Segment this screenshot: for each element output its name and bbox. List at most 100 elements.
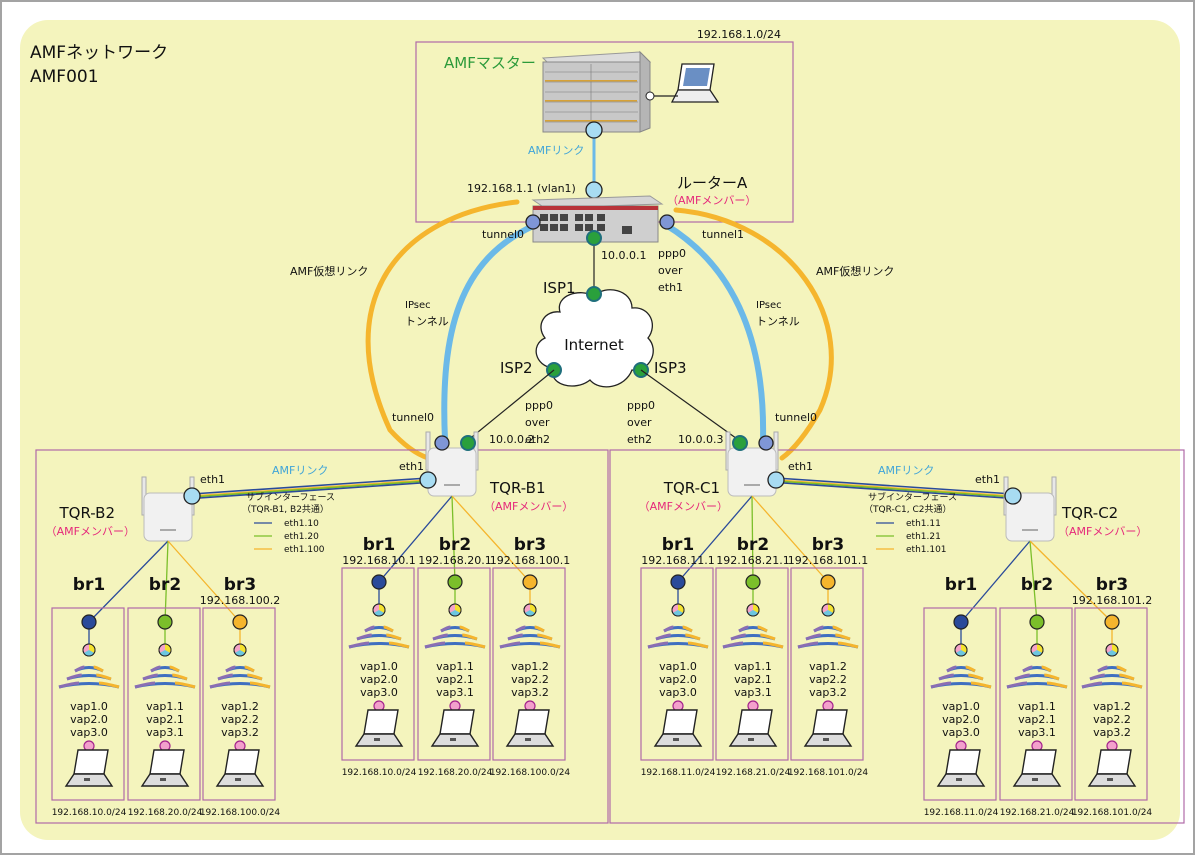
master-subnet: 192.168.1.0/24 (697, 28, 781, 41)
site-wan-if: eth2 (627, 433, 652, 446)
vap-node-icon (1105, 643, 1119, 657)
bridge-box (341, 567, 415, 761)
bridge-node[interactable] (953, 614, 969, 630)
ipsec-tunnel-left (441, 223, 535, 441)
vap-outline (821, 603, 835, 617)
laptop-icon (653, 709, 703, 747)
bridge-node[interactable] (820, 574, 836, 590)
amf-master-chassis-icon[interactable] (541, 50, 652, 133)
amf-link-subinterface-line (191, 481, 429, 500)
laptop-icon (803, 709, 853, 747)
sub-ap-icon[interactable] (141, 476, 195, 542)
router-tunnel0-label: tunnel0 (482, 228, 524, 241)
vap-slice (234, 650, 246, 657)
laptop-touchpad (956, 778, 962, 781)
bridge-ip: 192.168.10.1 (342, 554, 415, 567)
site-wan-ip: 10.0.0.3 (678, 433, 723, 446)
wifi-arc (805, 633, 821, 641)
router-tunnel0-port (525, 214, 541, 230)
amf-link-subinterface-line (191, 477, 429, 495)
vap-node-icon (1030, 643, 1044, 657)
bridge-subnet: 192.168.101.0/24 (788, 768, 869, 778)
wifi-arc (364, 625, 375, 633)
wifi-arc (930, 681, 952, 689)
wifi-arc (515, 625, 526, 633)
bridge-node[interactable] (670, 574, 686, 590)
wifi-arc (1006, 681, 1028, 689)
vap-label: vap3.1 (436, 686, 474, 699)
wifi-signal-icon (209, 665, 271, 689)
bridge-subnet: 192.168.100.0/24 (200, 808, 281, 818)
wifi-arc (142, 673, 158, 681)
vap-label: vap3.0 (70, 726, 108, 739)
sub-ap-icon[interactable] (1003, 476, 1057, 542)
ap-body (427, 447, 477, 497)
wifi-arc (757, 625, 768, 633)
site-wan-if: over (525, 416, 550, 429)
internet-cloud-icon (535, 289, 654, 388)
amf-virtual-link-left (365, 199, 520, 461)
bridge-name: br3 (812, 535, 844, 555)
sub-eth1-port (183, 487, 201, 505)
admin-laptop-icon[interactable] (670, 63, 720, 103)
wifi-arc (537, 633, 553, 641)
vap-label: vap2.1 (1018, 713, 1056, 726)
bridge-name: br1 (662, 535, 694, 555)
bridge-name: br2 (439, 535, 471, 555)
bridge-ip: 192.168.101.2 (1072, 594, 1152, 607)
ipsec-right-label-2: トンネル (756, 315, 800, 328)
network-id: AMF001 (30, 67, 99, 87)
main-eth1-port (419, 471, 437, 489)
wifi-arc (225, 665, 236, 673)
bridge-column-br3: br3192.168.101.1vap1.2vap2.2vap3.2192.16… (788, 535, 869, 778)
wifi-arc (1046, 681, 1068, 689)
bridge-ip: 192.168.11.1 (641, 554, 714, 567)
bridge-node[interactable] (157, 614, 173, 630)
bridge-ip: 192.168.20.1 (418, 554, 491, 567)
legend-title: サブインターフェース (246, 491, 335, 503)
wifi-arc (1044, 673, 1060, 681)
isp3-label: ISP3 (654, 359, 687, 377)
legend-item: eth1.100 (284, 545, 325, 555)
bridge-node[interactable] (745, 574, 761, 590)
wifi-signal-icon (797, 625, 859, 649)
site-tunnel-port (758, 435, 774, 451)
main-ap-icon[interactable] (725, 431, 779, 497)
sub-device-name: TQR-B2 (59, 504, 116, 522)
wifi-arc (174, 681, 196, 689)
laptop-icon (1012, 749, 1062, 787)
wifi-arc (507, 633, 523, 641)
laptop-screen (662, 709, 698, 735)
vap-label: vap1.2 (809, 660, 847, 673)
wifi-arc (134, 681, 156, 689)
vap-outline (82, 643, 96, 657)
vap-node-icon (233, 643, 247, 657)
wifi-arc (1121, 681, 1143, 689)
wifi-arc (66, 673, 82, 681)
site-wan-if: eth2 (525, 433, 550, 446)
site-box (35, 449, 609, 824)
vap-label: vap1.1 (436, 660, 474, 673)
bridge-node[interactable] (522, 574, 538, 590)
vap-label: vap1.0 (942, 700, 980, 713)
bridge-column-br3: br3192.168.100.1vap1.2vap2.2vap3.2192.16… (490, 535, 571, 778)
ipsec-left-label-1: IPsec (405, 300, 431, 311)
bridge-node[interactable] (232, 614, 248, 630)
bridge-node[interactable] (1104, 614, 1120, 630)
bridge-name: br3 (1096, 575, 1128, 595)
bridge-node[interactable] (447, 574, 463, 590)
ipsec-right-label-1: IPsec (756, 300, 782, 311)
vap-slice (373, 610, 385, 617)
wifi-arc (655, 633, 671, 641)
bridge-node[interactable] (371, 574, 387, 590)
router-a-icon[interactable] (531, 195, 664, 243)
laptop-screen (363, 709, 399, 735)
bridge-node[interactable] (81, 614, 97, 630)
router-wan-port (586, 230, 602, 246)
legend-title: サブインターフェース (868, 491, 957, 503)
vap-label: vap2.0 (70, 713, 108, 726)
main-eth-label: eth1 (788, 460, 813, 473)
vap-node-icon (372, 603, 386, 617)
admin-port (645, 91, 655, 101)
bridge-node[interactable] (1029, 614, 1045, 630)
